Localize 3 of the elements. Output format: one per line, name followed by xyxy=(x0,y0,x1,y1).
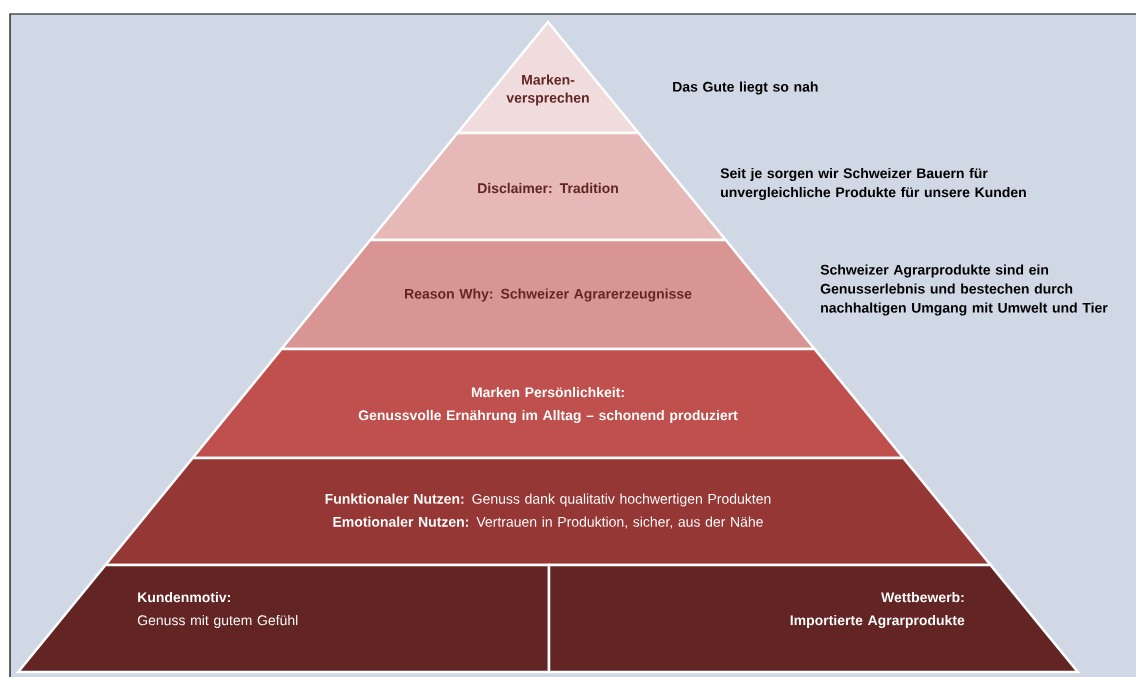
side-note: Das Gute liegt so nah xyxy=(673,81,818,95)
pyramid-level: Wettbewerb: Importierte Agrarprodukte xyxy=(547,563,1081,674)
side-note: Schweizer Agrarprodukte sind ein Genusserlebnis und bestechen durch nachhaltigen Umgang mit Umwelt und Tier xyxy=(820,264,1108,316)
